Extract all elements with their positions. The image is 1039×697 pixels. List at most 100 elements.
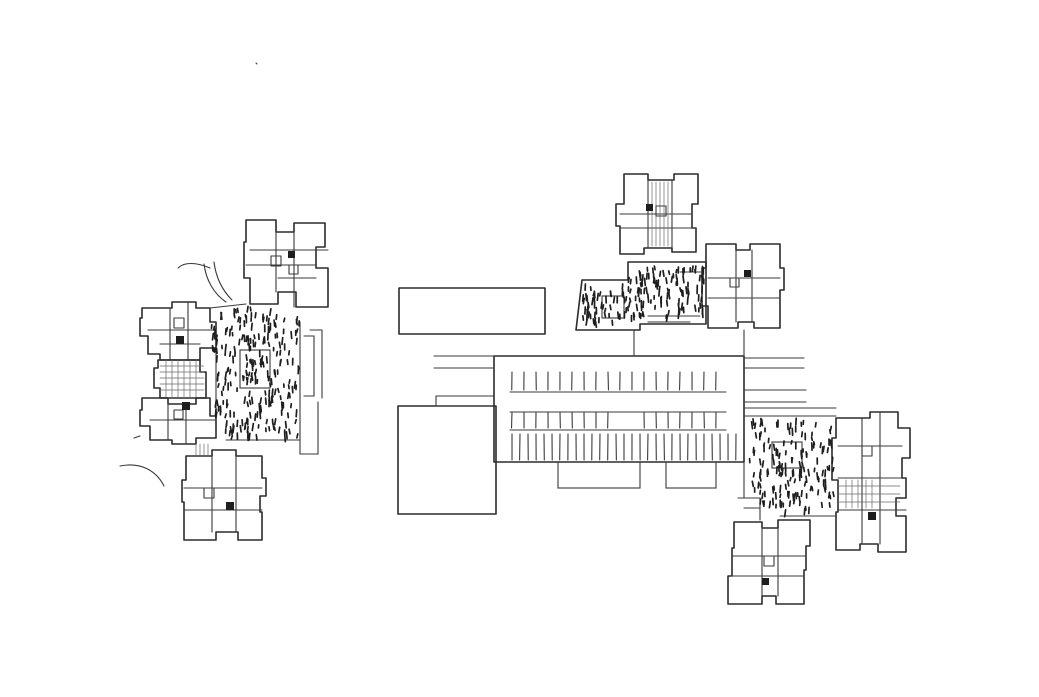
hatch-stroke (639, 282, 643, 288)
west-courtyard (119, 261, 323, 487)
hatch-stroke (783, 508, 787, 518)
ancillary-block-top (398, 287, 546, 335)
hatch-stroke (283, 434, 287, 443)
hatch-stroke (611, 319, 614, 326)
hatch-stroke (687, 287, 690, 295)
hatch-stroke (264, 390, 267, 396)
west-tower-top (243, 219, 329, 308)
hatch-stroke (681, 307, 685, 313)
hatch-stroke (290, 330, 293, 340)
hatch-stroke (239, 316, 242, 324)
hatch-stroke (233, 313, 236, 319)
hatch-stroke (628, 297, 632, 303)
hatch-stroke (679, 287, 682, 293)
hatch-stroke (238, 338, 241, 346)
hatch-stroke (700, 296, 703, 303)
hatch-stroke (265, 356, 269, 364)
hatch-stroke (253, 359, 257, 366)
hatch-stroke (245, 354, 248, 362)
hatch-stroke (262, 361, 265, 368)
hatch-stroke (295, 318, 299, 326)
hatch-stroke (230, 434, 234, 440)
hatch-stroke (686, 294, 690, 302)
hatch-stroke (771, 486, 775, 494)
hatch-stroke (821, 469, 824, 477)
hatch-stroke (247, 371, 251, 377)
hatch-stroke (609, 304, 612, 311)
west-tower-bottom (181, 443, 267, 541)
hatch-stroke (698, 274, 701, 282)
hatch-stroke (662, 269, 665, 278)
hatch-stroke (788, 427, 791, 435)
ne-tower-north (615, 173, 699, 255)
hatch-stroke (800, 489, 803, 498)
hatch-stroke (272, 423, 275, 431)
hatch-stroke (659, 296, 663, 305)
hatch-stroke (800, 452, 803, 460)
hatch-stroke (216, 399, 219, 407)
hatch-stroke (665, 314, 669, 323)
hatch-stroke (245, 376, 248, 382)
hatch-stroke (277, 387, 280, 394)
hatch-stroke (625, 295, 628, 302)
hatch-stroke (762, 442, 766, 448)
ancillary-block-small-1 (557, 461, 641, 489)
hatch-stroke (667, 309, 670, 316)
hatch-stroke (269, 382, 272, 388)
hatch-stroke (246, 305, 249, 313)
hatch-stroke (274, 322, 277, 329)
hatch-stroke (224, 371, 228, 381)
hatch-stroke (287, 349, 291, 356)
hatch-stroke (772, 458, 775, 466)
hatch-stroke (244, 313, 247, 319)
hatch-stroke (753, 422, 757, 430)
hatch-stroke (587, 302, 590, 309)
hatch-stroke (798, 495, 801, 503)
hatch-stroke (277, 426, 281, 434)
hatch-stroke (273, 369, 277, 378)
west-tower-left-lower (139, 397, 217, 445)
hatch-stroke (259, 404, 263, 413)
hatch-stroke (699, 302, 702, 309)
pencil-mark (255, 62, 258, 65)
hatch-stroke (254, 311, 257, 319)
hatch-stroke (768, 444, 772, 450)
hatch-stroke (759, 483, 762, 489)
hatch-stroke (820, 501, 824, 509)
parking-row-2 (510, 411, 717, 429)
hatch-stroke (784, 483, 788, 490)
hatch-stroke (273, 388, 277, 396)
hatch-stroke (275, 350, 279, 357)
hatch-stroke (284, 420, 288, 429)
hatch-stroke (817, 489, 820, 496)
hatch-stroke (682, 267, 685, 276)
parking-row-1 (511, 371, 717, 391)
hatch-stroke (225, 326, 229, 333)
hatch-stroke (214, 399, 218, 408)
hatch-stroke (249, 306, 252, 312)
west-cluster (119, 219, 329, 541)
hatch-stroke (294, 418, 298, 425)
se-courtyard (743, 407, 837, 518)
hatch-stroke (264, 397, 267, 406)
hatch-stroke (779, 484, 782, 494)
hatch-stroke (757, 481, 760, 489)
hatch-stroke (801, 461, 804, 467)
hatch-stroke (296, 433, 299, 439)
hatch-stroke (278, 341, 282, 349)
hatch-stroke (685, 286, 688, 295)
hatch-stroke (582, 315, 585, 321)
hatch-stroke (667, 270, 671, 276)
hatch-stroke (265, 418, 268, 425)
hatch-stroke (261, 355, 264, 361)
hatch-stroke (248, 399, 252, 406)
hatch-stroke (635, 303, 639, 312)
hatch-stroke (814, 421, 817, 428)
hatch-stroke (259, 358, 262, 365)
hatch-stroke (215, 354, 218, 363)
hatch-stroke (759, 422, 762, 428)
hatch-stroke (228, 430, 231, 437)
hatch-stroke (636, 287, 640, 294)
ancillary-block-bottom-left (397, 405, 497, 515)
